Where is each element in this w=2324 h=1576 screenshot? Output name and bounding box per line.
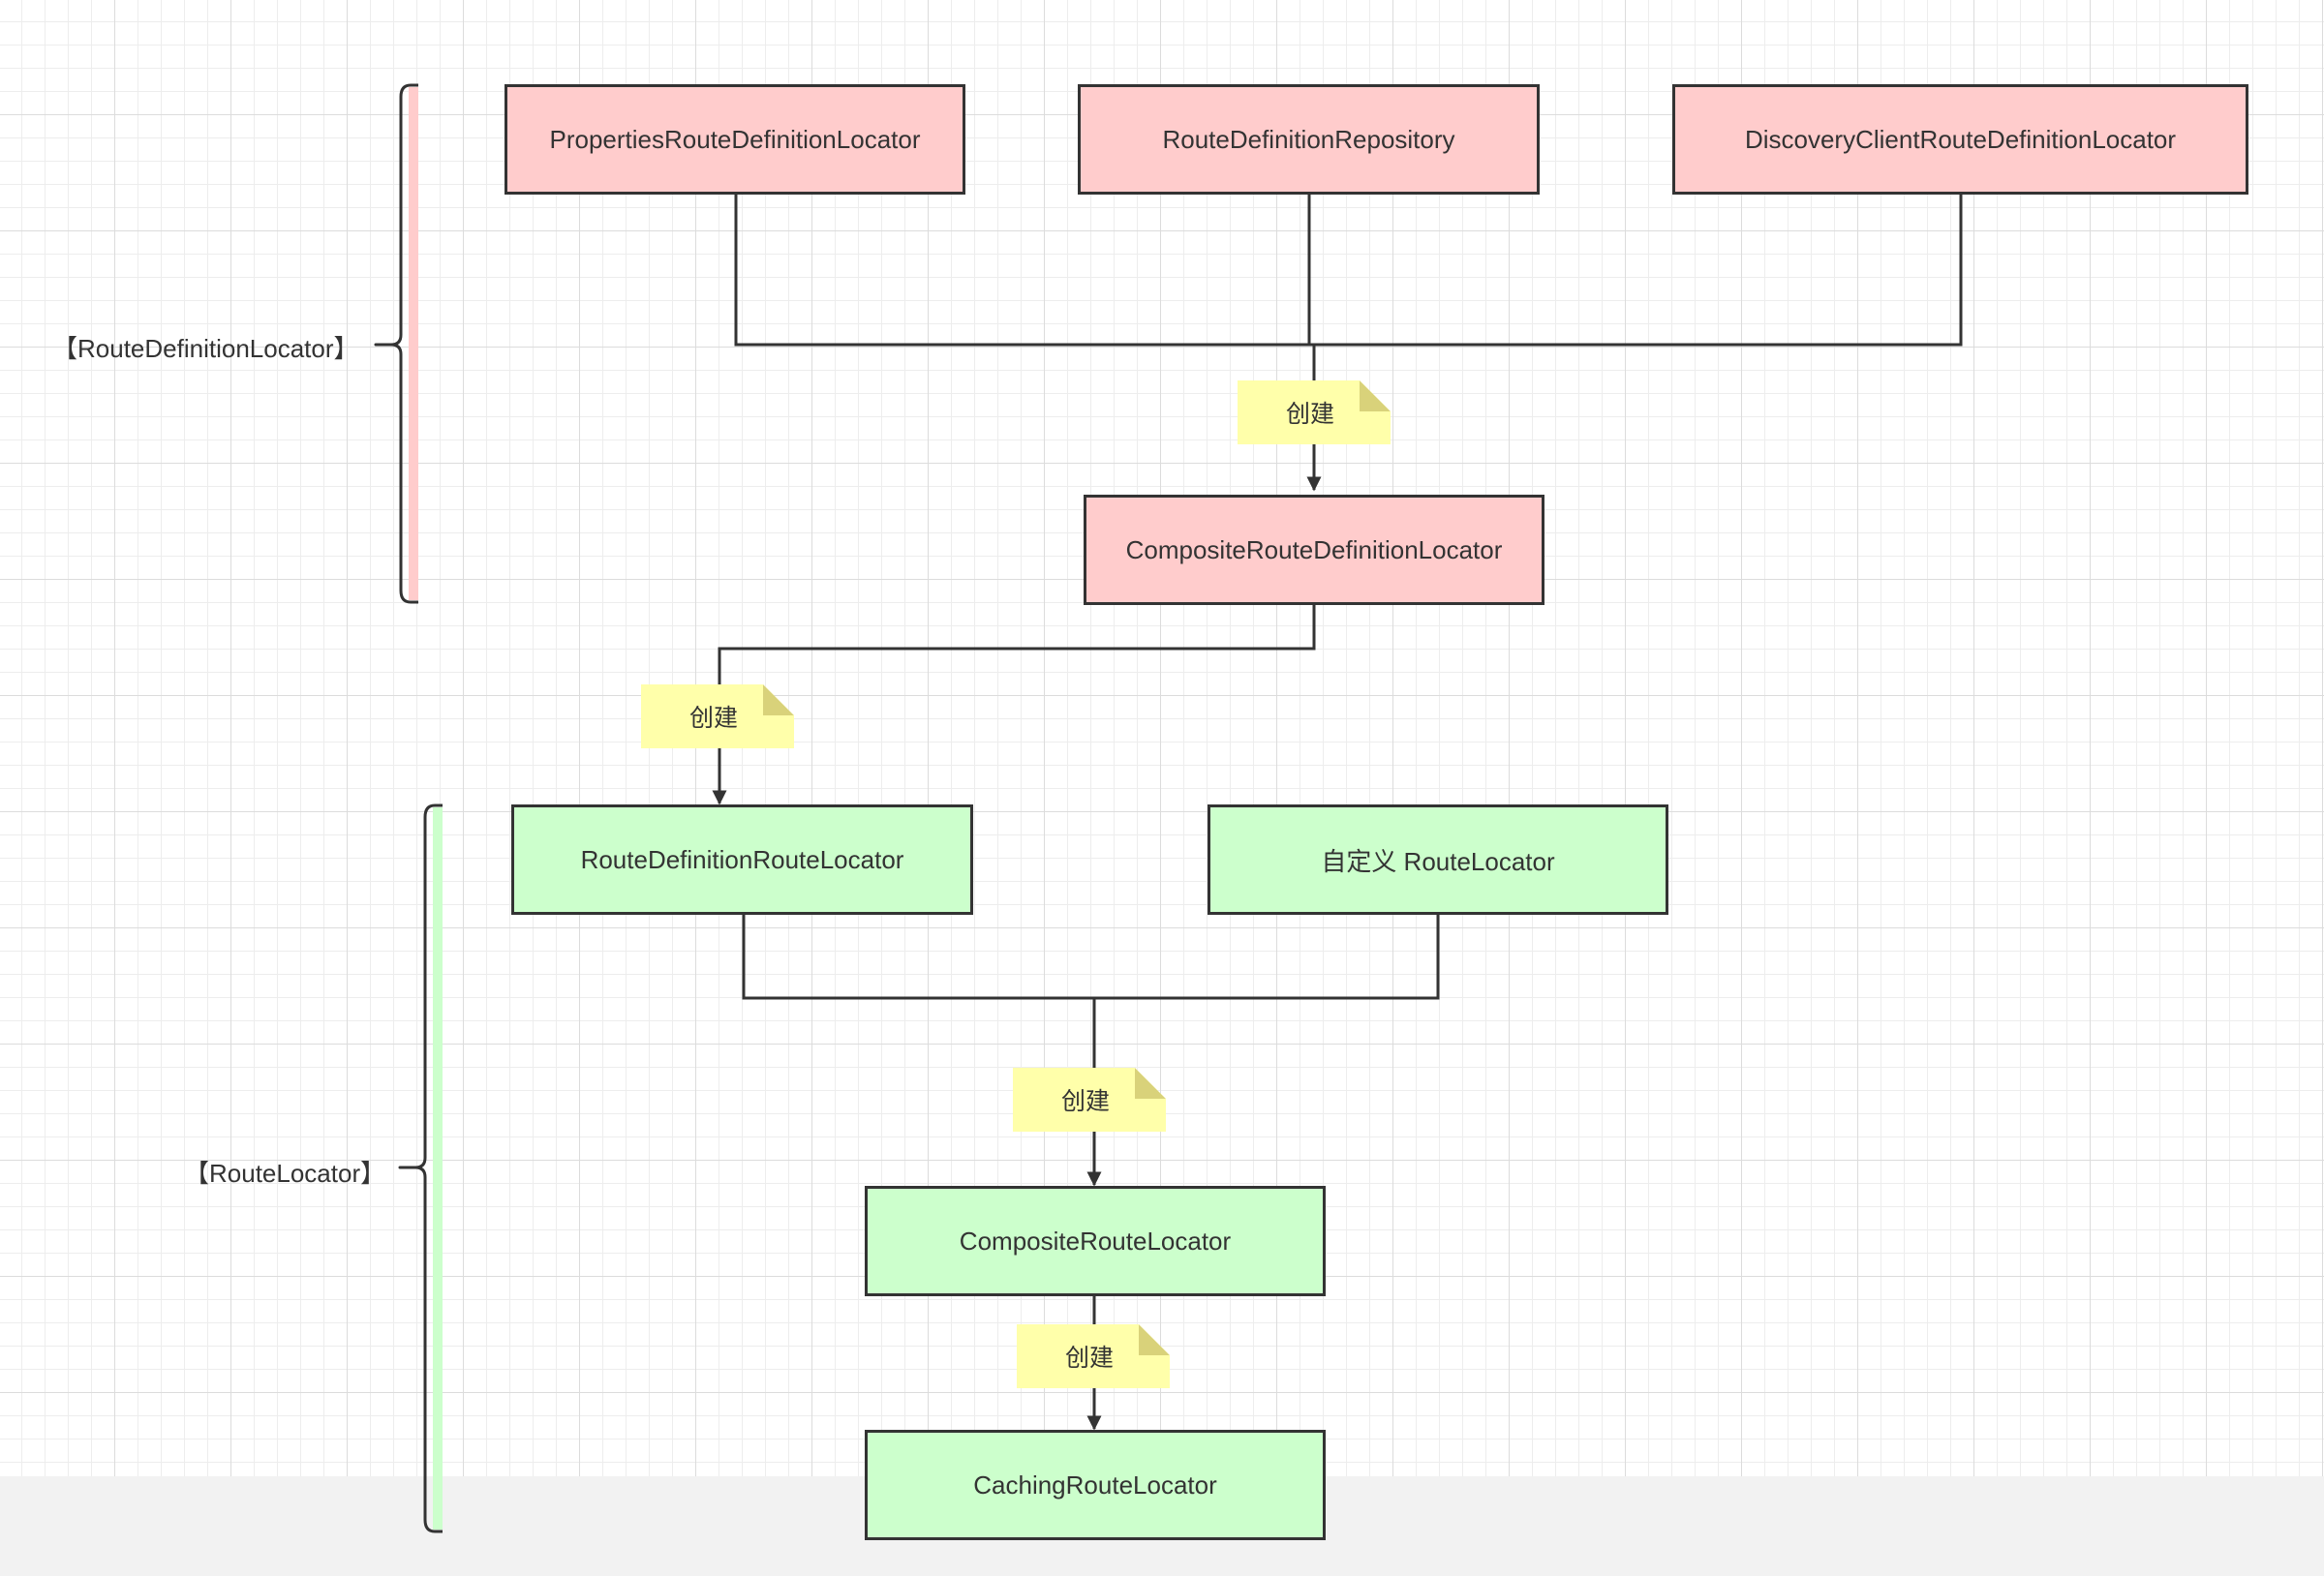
create-note-3: 创建 bbox=[1013, 1068, 1166, 1132]
connector-properties-to-bus bbox=[734, 194, 1314, 347]
create-note-2: 创建 bbox=[641, 684, 794, 748]
route-locator-brace bbox=[398, 803, 443, 1533]
route-definition-route-locator-node[interactable]: RouteDefinitionRouteLocator bbox=[511, 804, 973, 915]
create-note-4-text: 创建 bbox=[1064, 1344, 1114, 1372]
caching-route-locator-node[interactable]: CachingRouteLocator bbox=[865, 1430, 1326, 1540]
discovery-client-route-definition-locator-node[interactable]: DiscoveryClientRouteDefinitionLocator bbox=[1672, 84, 2248, 195]
connector-route-definition-route-locator-to-bus bbox=[742, 915, 1094, 1000]
create-note-1: 创建 bbox=[1238, 380, 1391, 444]
route-definition-repository-node[interactable]: RouteDefinitionRepository bbox=[1078, 84, 1540, 195]
properties-route-definition-locator-node[interactable]: PropertiesRouteDefinitionLocator bbox=[505, 84, 965, 195]
route-definition-locator-brace bbox=[374, 83, 418, 604]
route-locator-group-label: 【RouteLocator】 bbox=[184, 1159, 386, 1188]
create-note-1-text: 创建 bbox=[1285, 400, 1334, 428]
connector-custom-route-locator-to-bus bbox=[1094, 915, 1440, 1000]
composite-route-locator-node[interactable]: CompositeRouteLocator bbox=[865, 1186, 1326, 1296]
create-note-3-text: 创建 bbox=[1060, 1087, 1110, 1115]
create-note-2-text: 创建 bbox=[688, 704, 738, 732]
custom-route-locator-node[interactable]: 自定义 RouteLocator bbox=[1208, 804, 1668, 915]
connector-discovery-to-bus bbox=[1314, 194, 1963, 347]
create-note-4: 创建 bbox=[1017, 1324, 1170, 1388]
arrow-to-route-definition-route-locator bbox=[712, 604, 1316, 805]
route-definition-locator-group-label: 【RouteDefinitionLocator】 bbox=[52, 334, 359, 363]
route-definition-locator-band bbox=[409, 87, 418, 600]
route-locator-band bbox=[433, 807, 443, 1530]
composite-route-definition-locator-node[interactable]: CompositeRouteDefinitionLocator bbox=[1084, 495, 1544, 605]
